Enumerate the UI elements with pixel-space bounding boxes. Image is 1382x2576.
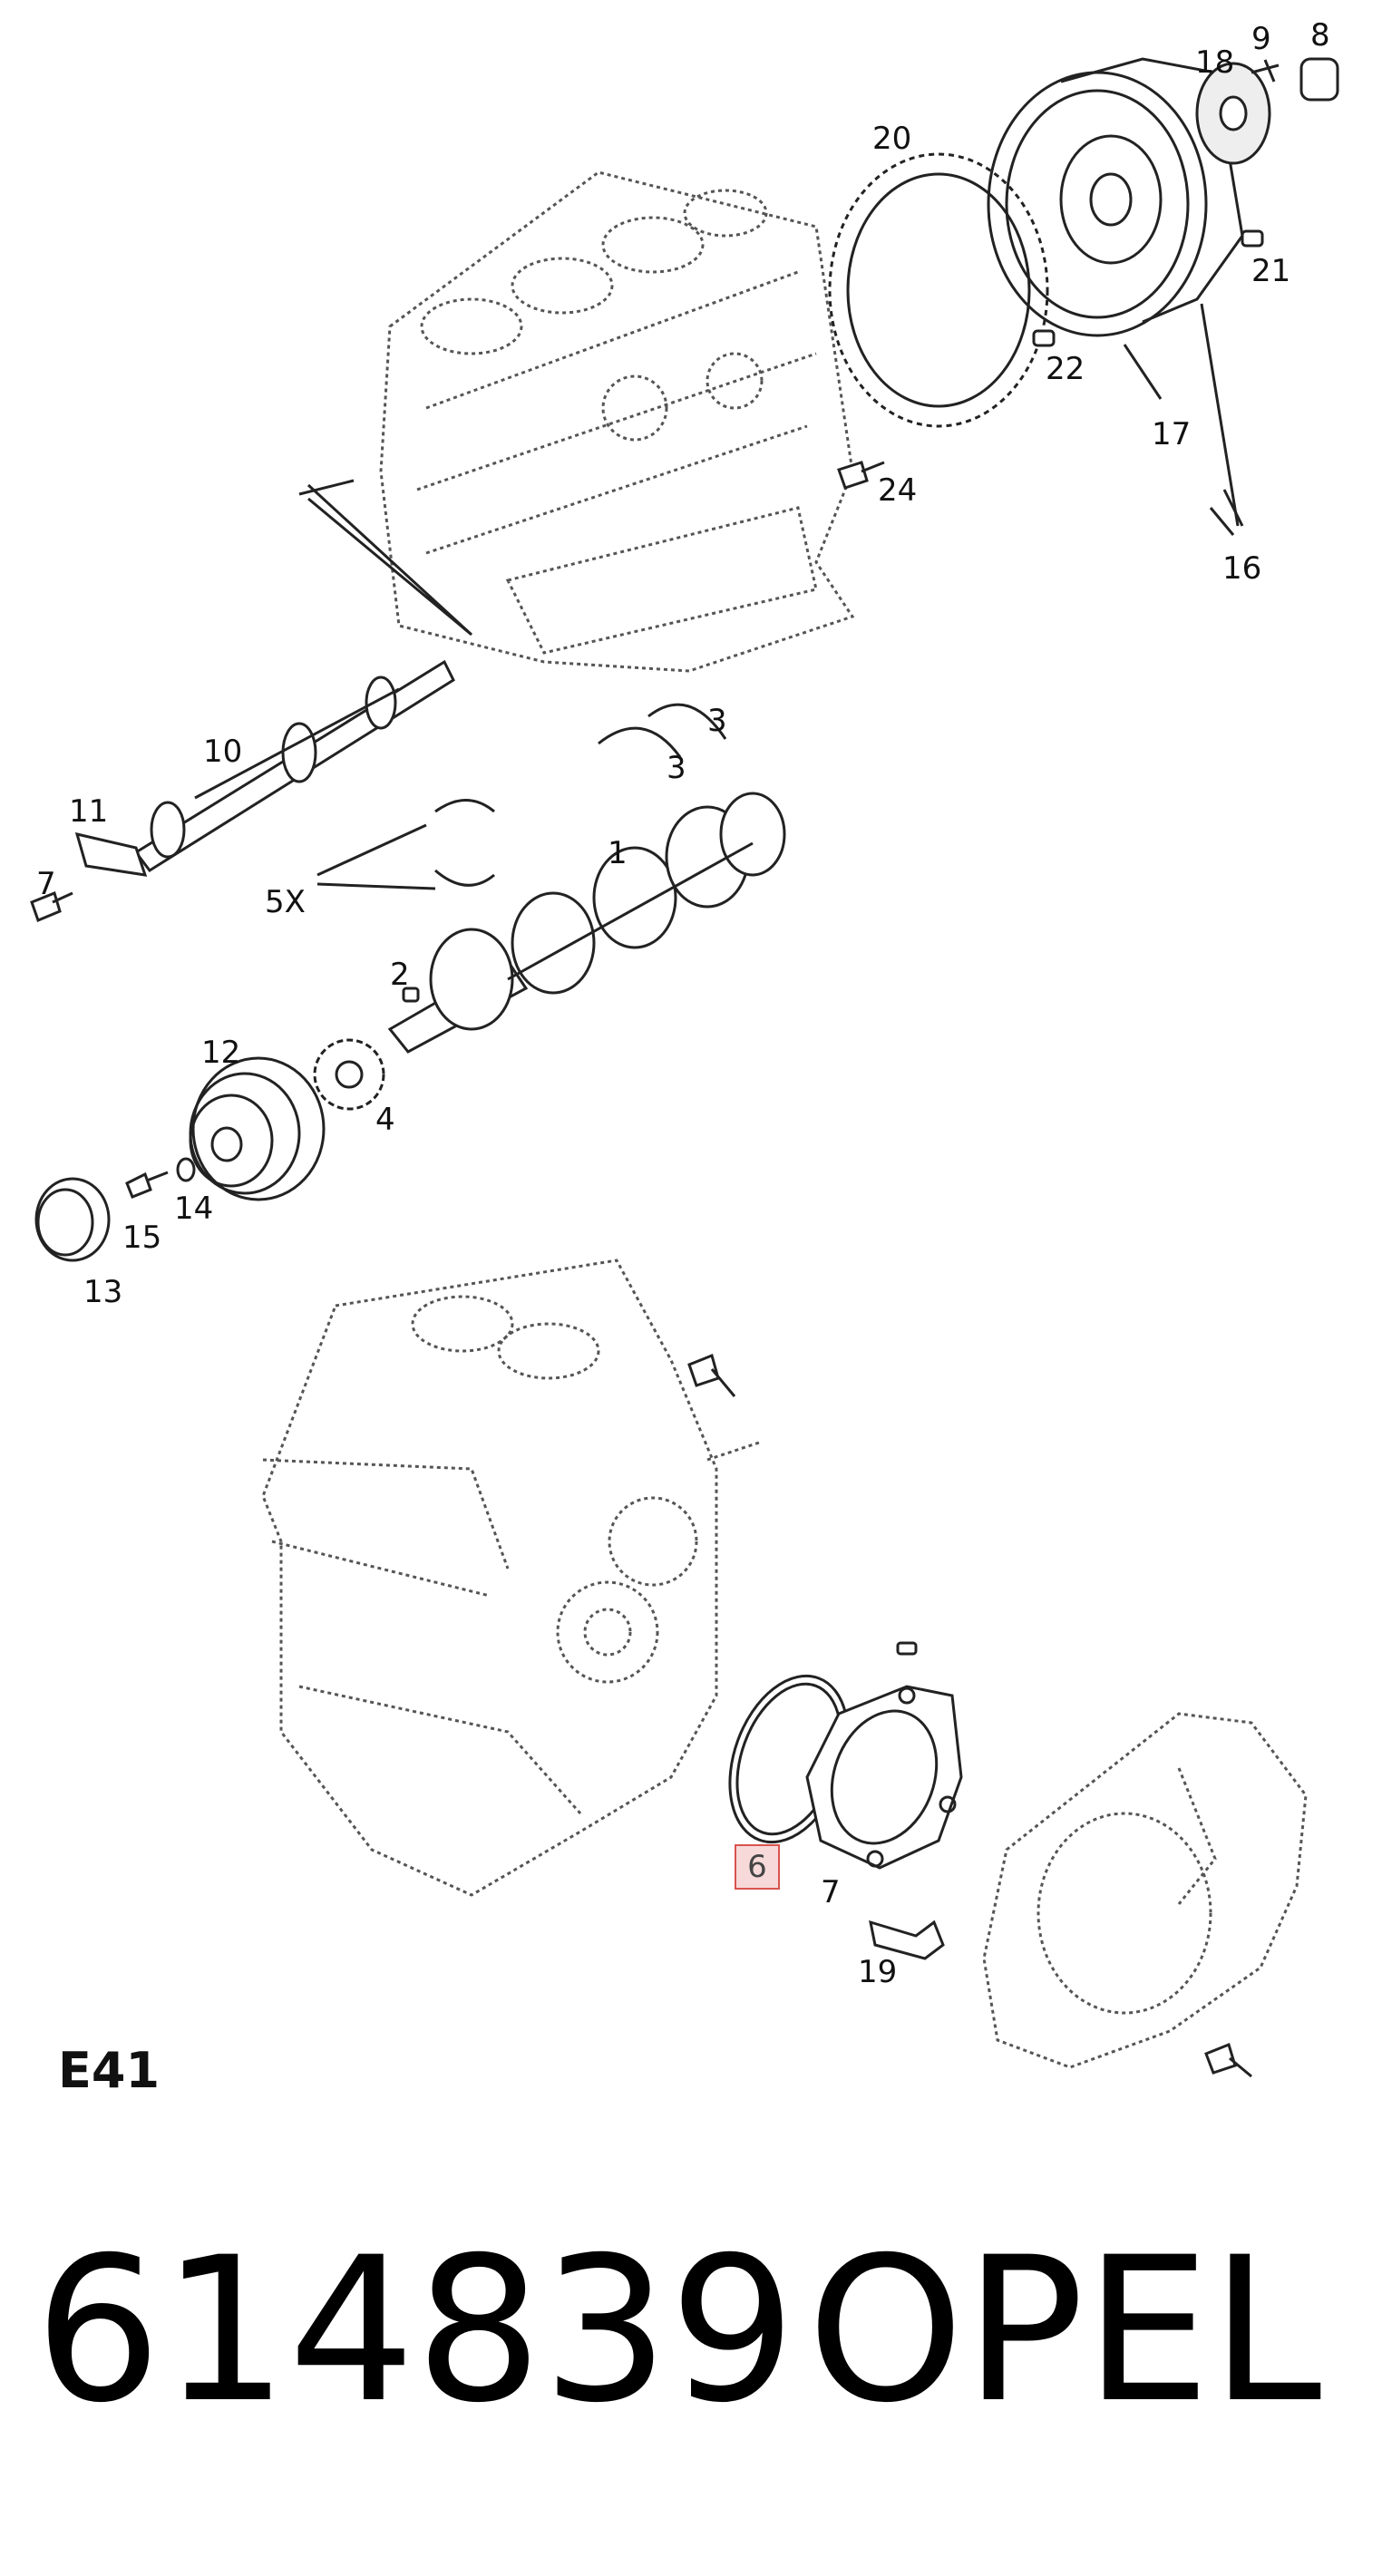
key-2-drawing (402, 987, 420, 1003)
bearing-shell-lower-drawing (434, 869, 495, 887)
callout-24: 24 (878, 472, 918, 509)
callout-22: 21 (1251, 253, 1291, 289)
bolt-15-drawing (125, 1171, 169, 1199)
callout-17: 17 (1152, 416, 1192, 452)
callout-23: 22 (1046, 351, 1085, 387)
brand-name: OPEL (807, 2214, 1322, 2446)
callout-15: 15 (122, 1220, 162, 1256)
callout-12: 12 (201, 1035, 241, 1071)
seal-housing-7-drawing (805, 1685, 963, 1870)
callout-3-lower: 3 (667, 750, 686, 786)
bolt-8-drawing (30, 890, 73, 922)
callout-7: 7 (821, 1874, 841, 1910)
engine-block-lower (261, 1259, 763, 1897)
bolt-upper-lower-drawing (687, 1353, 736, 1397)
callout-20: 19 (858, 1954, 898, 1990)
callout-14: 14 (174, 1191, 214, 1227)
pin-23-drawing (1032, 329, 1056, 347)
part-number: 614839 (34, 2214, 796, 2446)
callout-10: 10 (203, 734, 243, 770)
bolt-18-drawing (1251, 59, 1280, 83)
callout-18: 9 (1251, 21, 1271, 57)
callout-3-upper: 3 (707, 703, 727, 739)
bearing-shell-upper-drawing (434, 799, 495, 813)
callout-5x: 5X (265, 884, 306, 920)
bolt-24-drawing (837, 461, 885, 490)
flywheel-drawing (987, 57, 1244, 337)
dowel-drawing (896, 1641, 918, 1656)
engine-block-upper (307, 170, 855, 673)
callout-6-highlighted[interactable]: 6 (735, 1844, 780, 1890)
callout-4: 4 (375, 1102, 395, 1138)
callout-13: 13 (83, 1274, 123, 1310)
section-code: E41 (58, 2042, 161, 2099)
callout-1: 1 (608, 835, 628, 871)
bushing-9-drawing (1299, 57, 1339, 102)
callout-9: 8 (1310, 17, 1330, 53)
washer-14-drawing (176, 1157, 196, 1182)
bolt-lower-right-drawing (1204, 2043, 1252, 2078)
plate-11-drawing (74, 831, 148, 877)
thrust-washer-upper-drawing (598, 726, 682, 758)
pulley-12-drawing (189, 1056, 326, 1201)
callout-11: 11 (69, 793, 109, 830)
transmission-plate-drawing (982, 1712, 1308, 2069)
pin-22-drawing (1241, 229, 1264, 248)
cap-13-drawing (34, 1177, 111, 1262)
callout-16: 16 (1222, 550, 1262, 587)
callout-8: 7 (36, 866, 56, 902)
crankshaft-drawing (387, 792, 786, 1054)
callout-21: 20 (872, 121, 912, 157)
callout-19: 18 (1195, 44, 1235, 81)
sprocket-4-drawing (313, 1038, 385, 1111)
callout-2: 2 (390, 957, 410, 993)
ring-gear-drawing (828, 152, 1049, 428)
bolt-20-drawing (869, 1920, 945, 1960)
shaft-10-drawing (133, 659, 455, 873)
